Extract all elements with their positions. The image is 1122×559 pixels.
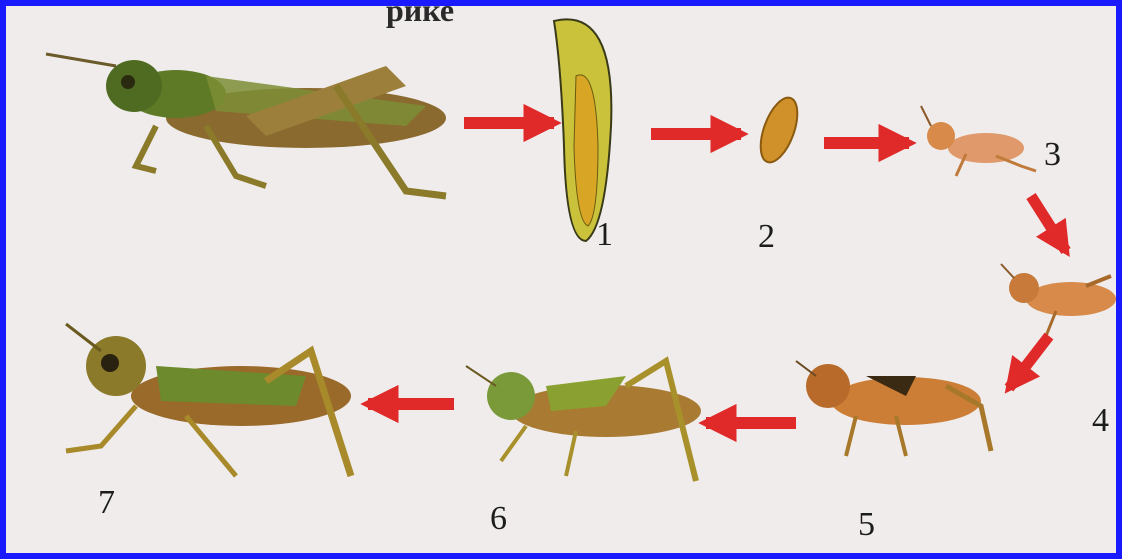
adult-grasshopper-stage-7 [66, 324, 351, 476]
nymph-stage-5 [796, 361, 991, 456]
stage-label-6: 6 [490, 500, 507, 538]
adult-grasshopper-top [46, 54, 446, 196]
stage-label-7: 7 [98, 484, 115, 522]
nymph-stage-4 [1001, 264, 1116, 336]
egg-pod [554, 19, 611, 241]
stage-label-2: 2 [758, 218, 775, 256]
stage-label-3: 3 [1044, 136, 1061, 174]
stage-label-5: 5 [858, 506, 875, 544]
nymph-stage-3 [921, 106, 1036, 176]
arrow-nymph-3-to-nymph-4 [1031, 196, 1066, 251]
arrow-nymph-4-to-nymph-5 [1009, 336, 1049, 388]
single-egg [753, 93, 804, 167]
stage-label-1: 1 [596, 216, 613, 254]
stage-label-4: 4 [1092, 402, 1109, 440]
nymph-stage-6 [466, 361, 701, 481]
life-cycle-illustration [6, 6, 1116, 553]
